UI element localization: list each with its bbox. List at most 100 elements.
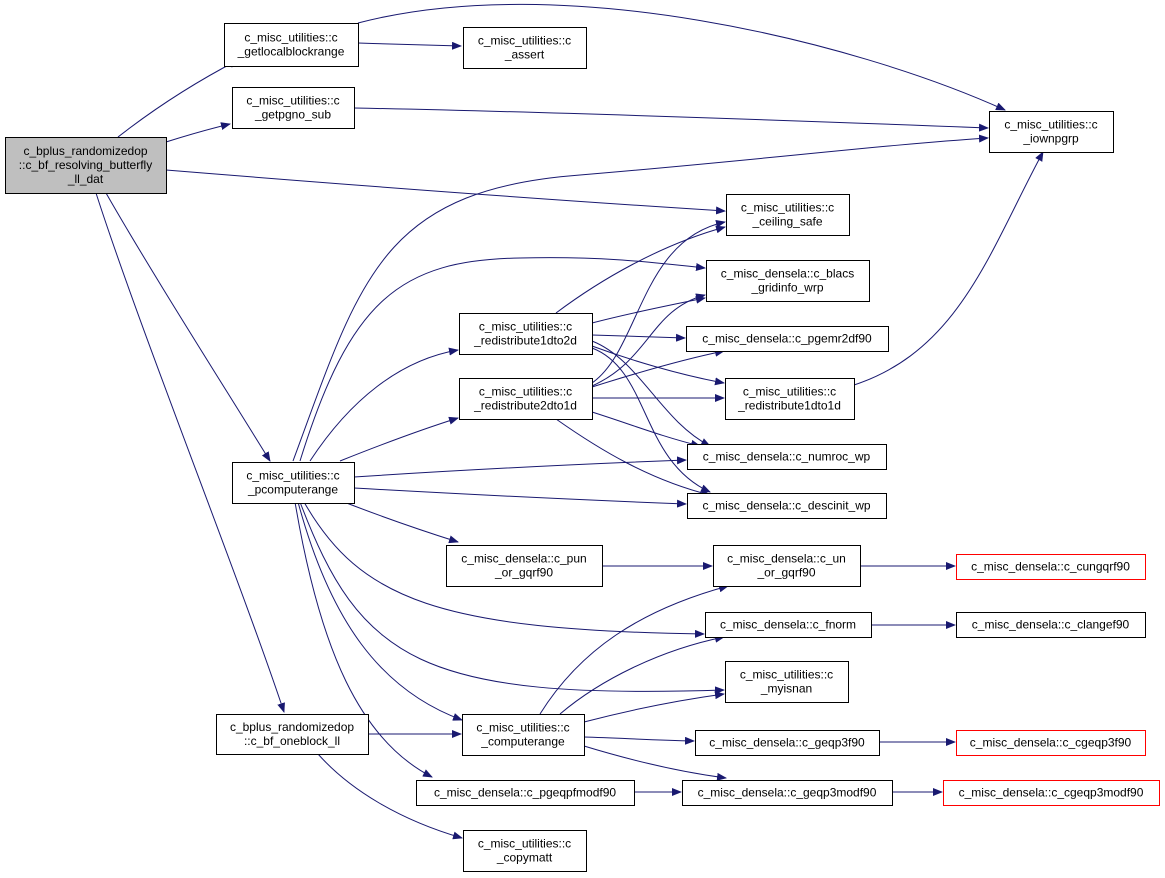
edge-redistribute2dto1d-pgemr2d xyxy=(591,348,725,388)
node-label: _pcomputerange xyxy=(247,483,338,497)
node-label: c_misc_utilities::c xyxy=(1004,118,1097,132)
node-computerange[interactable]: c_misc_utilities::c_computerange xyxy=(462,714,585,756)
node-label: c_misc_utilities::c xyxy=(479,320,572,334)
node-cungqrf90[interactable]: c_misc_densela::c_cungqrf90 xyxy=(956,554,1146,580)
node-pcomputerange[interactable]: c_misc_utilities::c_pcomputerange xyxy=(232,462,355,504)
edge-redistribute1dto2d-pgemr2d xyxy=(591,333,686,342)
node-label: c_misc_densela::c_numroc_wp xyxy=(703,450,871,464)
node-box[interactable] xyxy=(706,260,870,302)
node-cgeqp3modf90[interactable]: c_misc_densela::c_cgeqp3modf90 xyxy=(943,780,1160,806)
node-label: c_misc_utilities::c xyxy=(478,837,571,851)
node-redistribute2dto1d[interactable]: c_misc_utilities::c_redistribute2dto1d xyxy=(459,378,593,420)
edge-pcomputerange-myisnan xyxy=(299,501,725,695)
node-descinit-wp[interactable]: c_misc_densela::c_descinit_wp xyxy=(687,493,887,519)
edge-getpgno-sub-iownpgrp xyxy=(353,107,989,132)
node-box[interactable] xyxy=(725,378,855,420)
node-label: _copymatt xyxy=(496,851,553,865)
node-ceiling-safe[interactable]: c_misc_utilities::c_ceiling_safe xyxy=(726,194,850,236)
node-label: c_misc_densela::c_un xyxy=(727,552,846,566)
node-label: c_misc_densela::c_descinit_wp xyxy=(702,499,870,513)
edge-redistribute1dto2d-blacs xyxy=(591,295,706,324)
node-box[interactable] xyxy=(687,493,887,519)
node-label: c_misc_utilities::c xyxy=(244,31,337,45)
node-myisnan[interactable]: c_misc_utilities::c_myisnan xyxy=(725,661,849,703)
edge-computerange-geqp3modf90 xyxy=(583,745,727,781)
edge-bf-oneblock-ll-copymatt xyxy=(317,753,463,840)
node-label: c_misc_densela::c_pgemr2df90 xyxy=(702,332,872,346)
node-box[interactable] xyxy=(956,730,1146,756)
node-assert[interactable]: c_misc_utilities::c_assert xyxy=(463,27,587,69)
node-root[interactable]: c_bplus_randomizedop::c_bf_resolving_but… xyxy=(5,137,167,194)
node-iownpgrp[interactable]: c_misc_utilities::c_iownpgrp xyxy=(989,111,1114,153)
node-box[interactable] xyxy=(726,194,850,236)
node-geqp3modf90[interactable]: c_misc_densela::c_geqp3modf90 xyxy=(682,780,893,806)
edge-pcomputerange-redistribute1dto2d xyxy=(309,347,459,462)
node-label: _gridinfo_wrp xyxy=(750,281,823,295)
edge-root-getlocalblockrange xyxy=(117,59,239,138)
node-copymatt[interactable]: c_misc_utilities::c_copymatt xyxy=(463,830,587,872)
node-box[interactable] xyxy=(682,780,893,806)
node-blacs-gridinfo[interactable]: c_misc_densela::c_blacs_gridinfo_wrp xyxy=(706,260,870,302)
node-box[interactable] xyxy=(943,780,1160,806)
nodes: c_bplus_randomizedop::c_bf_resolving_but… xyxy=(5,23,1160,872)
node-box[interactable] xyxy=(416,780,635,806)
edge-pcomputerange-iownpgrp xyxy=(292,134,989,462)
node-box[interactable] xyxy=(459,378,593,420)
node-box[interactable] xyxy=(5,137,167,194)
node-pgemr2df90[interactable]: c_misc_densela::c_pgemr2df90 xyxy=(686,326,889,352)
node-box[interactable] xyxy=(216,714,369,755)
node-cgeqp3f90[interactable]: c_misc_densela::c_cgeqp3f90 xyxy=(956,730,1146,756)
edge-pcomputerange-fnorm xyxy=(303,501,705,638)
node-box[interactable] xyxy=(463,27,587,69)
node-getlocalblockrange[interactable]: c_misc_utilities::c_getlocalblockrange xyxy=(224,23,359,67)
node-label: c_misc_densela::c_cungqrf90 xyxy=(971,560,1130,574)
node-box[interactable] xyxy=(232,462,355,504)
node-box[interactable] xyxy=(705,612,872,638)
node-box[interactable] xyxy=(956,612,1146,638)
node-box[interactable] xyxy=(725,661,849,703)
node-un-or-gqrf90[interactable]: c_misc_densela::c_un_or_gqrf90 xyxy=(713,545,861,587)
node-label: c_misc_utilities::c xyxy=(246,94,339,108)
edge-redistribute1dto2d-redistribute1dto1d xyxy=(591,345,725,386)
edge-redistribute1dto2d-ceiling xyxy=(555,225,726,314)
node-box[interactable] xyxy=(713,545,861,587)
node-box[interactable] xyxy=(224,23,359,67)
node-label: ::c_bf_oneblock_ll xyxy=(244,734,340,748)
edge-pcomputerange-pgeqpfmodf90 xyxy=(294,501,433,778)
node-box[interactable] xyxy=(686,326,889,352)
node-geqp3f90[interactable]: c_misc_densela::c_geqp3f90 xyxy=(695,730,880,756)
node-label: c_misc_densela::c_cgeqp3f90 xyxy=(970,736,1132,750)
node-numroc-wp[interactable]: c_misc_densela::c_numroc_wp xyxy=(687,444,887,470)
node-box[interactable] xyxy=(463,830,587,872)
edge-pcomputerange-computerange xyxy=(297,501,463,721)
node-box[interactable] xyxy=(232,87,355,129)
node-clangef90[interactable]: c_misc_densela::c_clangef90 xyxy=(956,612,1146,638)
node-box[interactable] xyxy=(459,313,593,355)
node-box[interactable] xyxy=(695,730,880,756)
node-pun-or-gqrf90[interactable]: c_misc_densela::c_pun_or_gqrf90 xyxy=(446,545,603,587)
node-label: _ceiling_safe xyxy=(751,215,822,229)
node-box[interactable] xyxy=(956,554,1146,580)
node-redistribute1dto1d[interactable]: c_misc_utilities::c_redistribute1dto1d xyxy=(725,378,855,420)
node-getpgno-sub[interactable]: c_misc_utilities::c_getpgno_sub xyxy=(232,87,355,129)
edge-root-ceiling-safe xyxy=(165,169,726,215)
node-label: c_misc_densela::c_fnorm xyxy=(720,618,856,632)
edge-root-bf-oneblock-ll xyxy=(95,192,285,713)
node-fnorm[interactable]: c_misc_densela::c_fnorm xyxy=(705,612,872,638)
node-pgeqpfmodf90[interactable]: c_misc_densela::c_pgeqpfmodf90 xyxy=(416,780,635,806)
node-label: c_bplus_randomizedop xyxy=(230,720,354,734)
node-label: _redistribute2dto1d xyxy=(473,399,577,413)
edge-redistribute1dto1d-iownpgrp xyxy=(853,151,1044,386)
node-redistribute1dto2d[interactable]: c_misc_utilities::c_redistribute1dto2d xyxy=(459,313,593,355)
edge-redistribute2dto1d-descinit xyxy=(555,418,711,497)
edge-pcomputerange-redistribute2dto1d xyxy=(339,416,459,462)
node-box[interactable] xyxy=(462,714,585,756)
edge-redistribute2dto1d-ceiling xyxy=(591,219,726,384)
node-box[interactable] xyxy=(446,545,603,587)
edge-root-getpgno-sub xyxy=(165,122,231,143)
node-bf-oneblock-ll[interactable]: c_bplus_randomizedop::c_bf_oneblock_ll xyxy=(216,714,369,755)
node-box[interactable] xyxy=(687,444,887,470)
node-box[interactable] xyxy=(989,111,1114,153)
edge-computerange-un-or-gqrf90 xyxy=(539,584,729,715)
